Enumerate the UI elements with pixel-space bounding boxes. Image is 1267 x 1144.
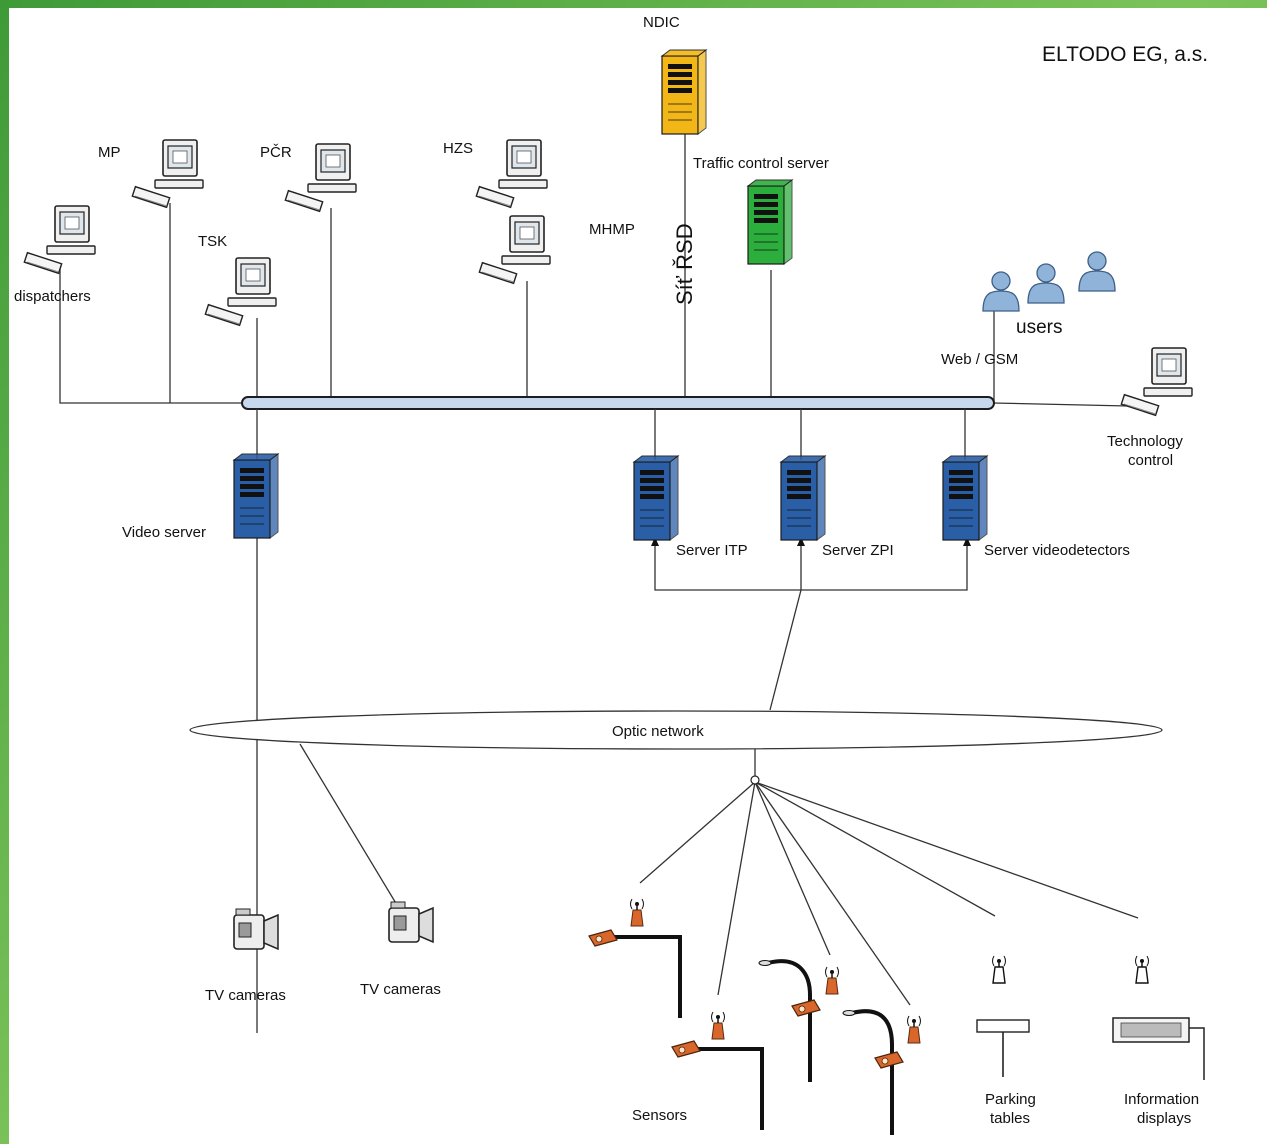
sensors-label: Sensors bbox=[632, 1107, 687, 1124]
server-zpi-icon bbox=[780, 455, 826, 541]
parking-tables-label-1: Parking bbox=[985, 1091, 1036, 1108]
parking-tables-label-2: tables bbox=[990, 1110, 1030, 1127]
tv-cameras-label-2: TV cameras bbox=[360, 981, 441, 998]
dispatchers-label: dispatchers bbox=[14, 288, 91, 305]
tv-cameras-label-1: TV cameras bbox=[205, 987, 286, 1004]
server-zpi-label: Server ZPI bbox=[822, 542, 894, 559]
network-rsd-label: Síť ŘSD bbox=[672, 223, 697, 305]
information-display-icon bbox=[1112, 1017, 1205, 1080]
tsk-label: TSK bbox=[198, 233, 227, 250]
ndic-server-icon bbox=[661, 49, 707, 135]
sensors-group bbox=[588, 898, 922, 1135]
hzs-label: HZS bbox=[443, 140, 473, 157]
traffic-control-server-icon bbox=[747, 179, 793, 265]
pcr-label: PČR bbox=[260, 144, 292, 161]
optic-hub-node bbox=[750, 775, 760, 785]
technology-control-label-2: control bbox=[1128, 452, 1173, 469]
diagram-panel bbox=[9, 8, 1267, 1144]
optic-network-label: Optic network bbox=[612, 723, 704, 740]
upper-connections bbox=[59, 130, 1129, 407]
video-server-icon bbox=[233, 453, 279, 539]
technology-control-label-1: Technology bbox=[1107, 433, 1183, 450]
ndic-label: NDIC bbox=[643, 14, 680, 31]
optic-network-ring bbox=[189, 710, 1163, 750]
traffic-control-server-label: Traffic control server bbox=[693, 155, 829, 172]
server-videodetectors-label: Server videodetectors bbox=[984, 542, 1130, 559]
mhmp-label: MHMP bbox=[589, 221, 635, 238]
video-server-label: Video server bbox=[122, 524, 206, 541]
mp-label: MP bbox=[98, 144, 121, 161]
users-label: users bbox=[1016, 317, 1062, 338]
server-videodetectors-icon bbox=[942, 455, 988, 541]
company-label: ELTODO EG, a.s. bbox=[1042, 43, 1208, 66]
server-itp-label: Server ITP bbox=[676, 542, 748, 559]
server-itp-icon bbox=[633, 455, 679, 541]
backbone-bus bbox=[241, 396, 995, 410]
information-displays-label-1: Information bbox=[1124, 1091, 1199, 1108]
fanout-connections bbox=[639, 749, 1139, 1006]
parking-table-icon bbox=[976, 1019, 1030, 1077]
lower-connections bbox=[256, 409, 971, 1033]
information-displays-label-2: displays bbox=[1137, 1110, 1191, 1127]
web-gsm-label: Web / GSM bbox=[941, 351, 1018, 368]
